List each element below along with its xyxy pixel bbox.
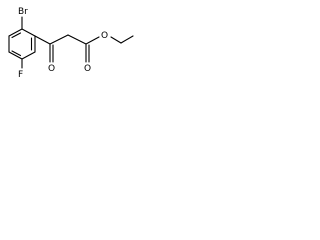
ethyl-bond [120, 35, 134, 44]
ring-double-bond-b [11, 50, 22, 57]
bromine-label: Br [18, 7, 28, 17]
ring-double-bond-c [11, 32, 22, 39]
ester-to-oxygen-bond [85, 36, 100, 45]
ring-bond-3 [21, 51, 36, 60]
ring-to-ketone-bond [34, 35, 51, 45]
ketone-oxygen-label: O [48, 64, 55, 74]
methylene-to-ester-bond [67, 34, 87, 45]
chemical-structure: Br F O O O [8, 7, 134, 80]
oxygen-to-ethyl-bond [110, 36, 122, 44]
fluorine-label: F [18, 70, 23, 80]
ring-bond-4 [8, 51, 23, 60]
ester-carbonyl-oxygen-label: O [84, 64, 91, 74]
ketone-to-methylene-bond [49, 34, 69, 45]
ester-ether-oxygen-label: O [101, 31, 108, 41]
atom-labels: Br F O O O [18, 7, 108, 80]
ring-bond-1 [21, 28, 36, 37]
ring-bond-6 [8, 28, 23, 37]
bond-lines [8, 16, 134, 69]
